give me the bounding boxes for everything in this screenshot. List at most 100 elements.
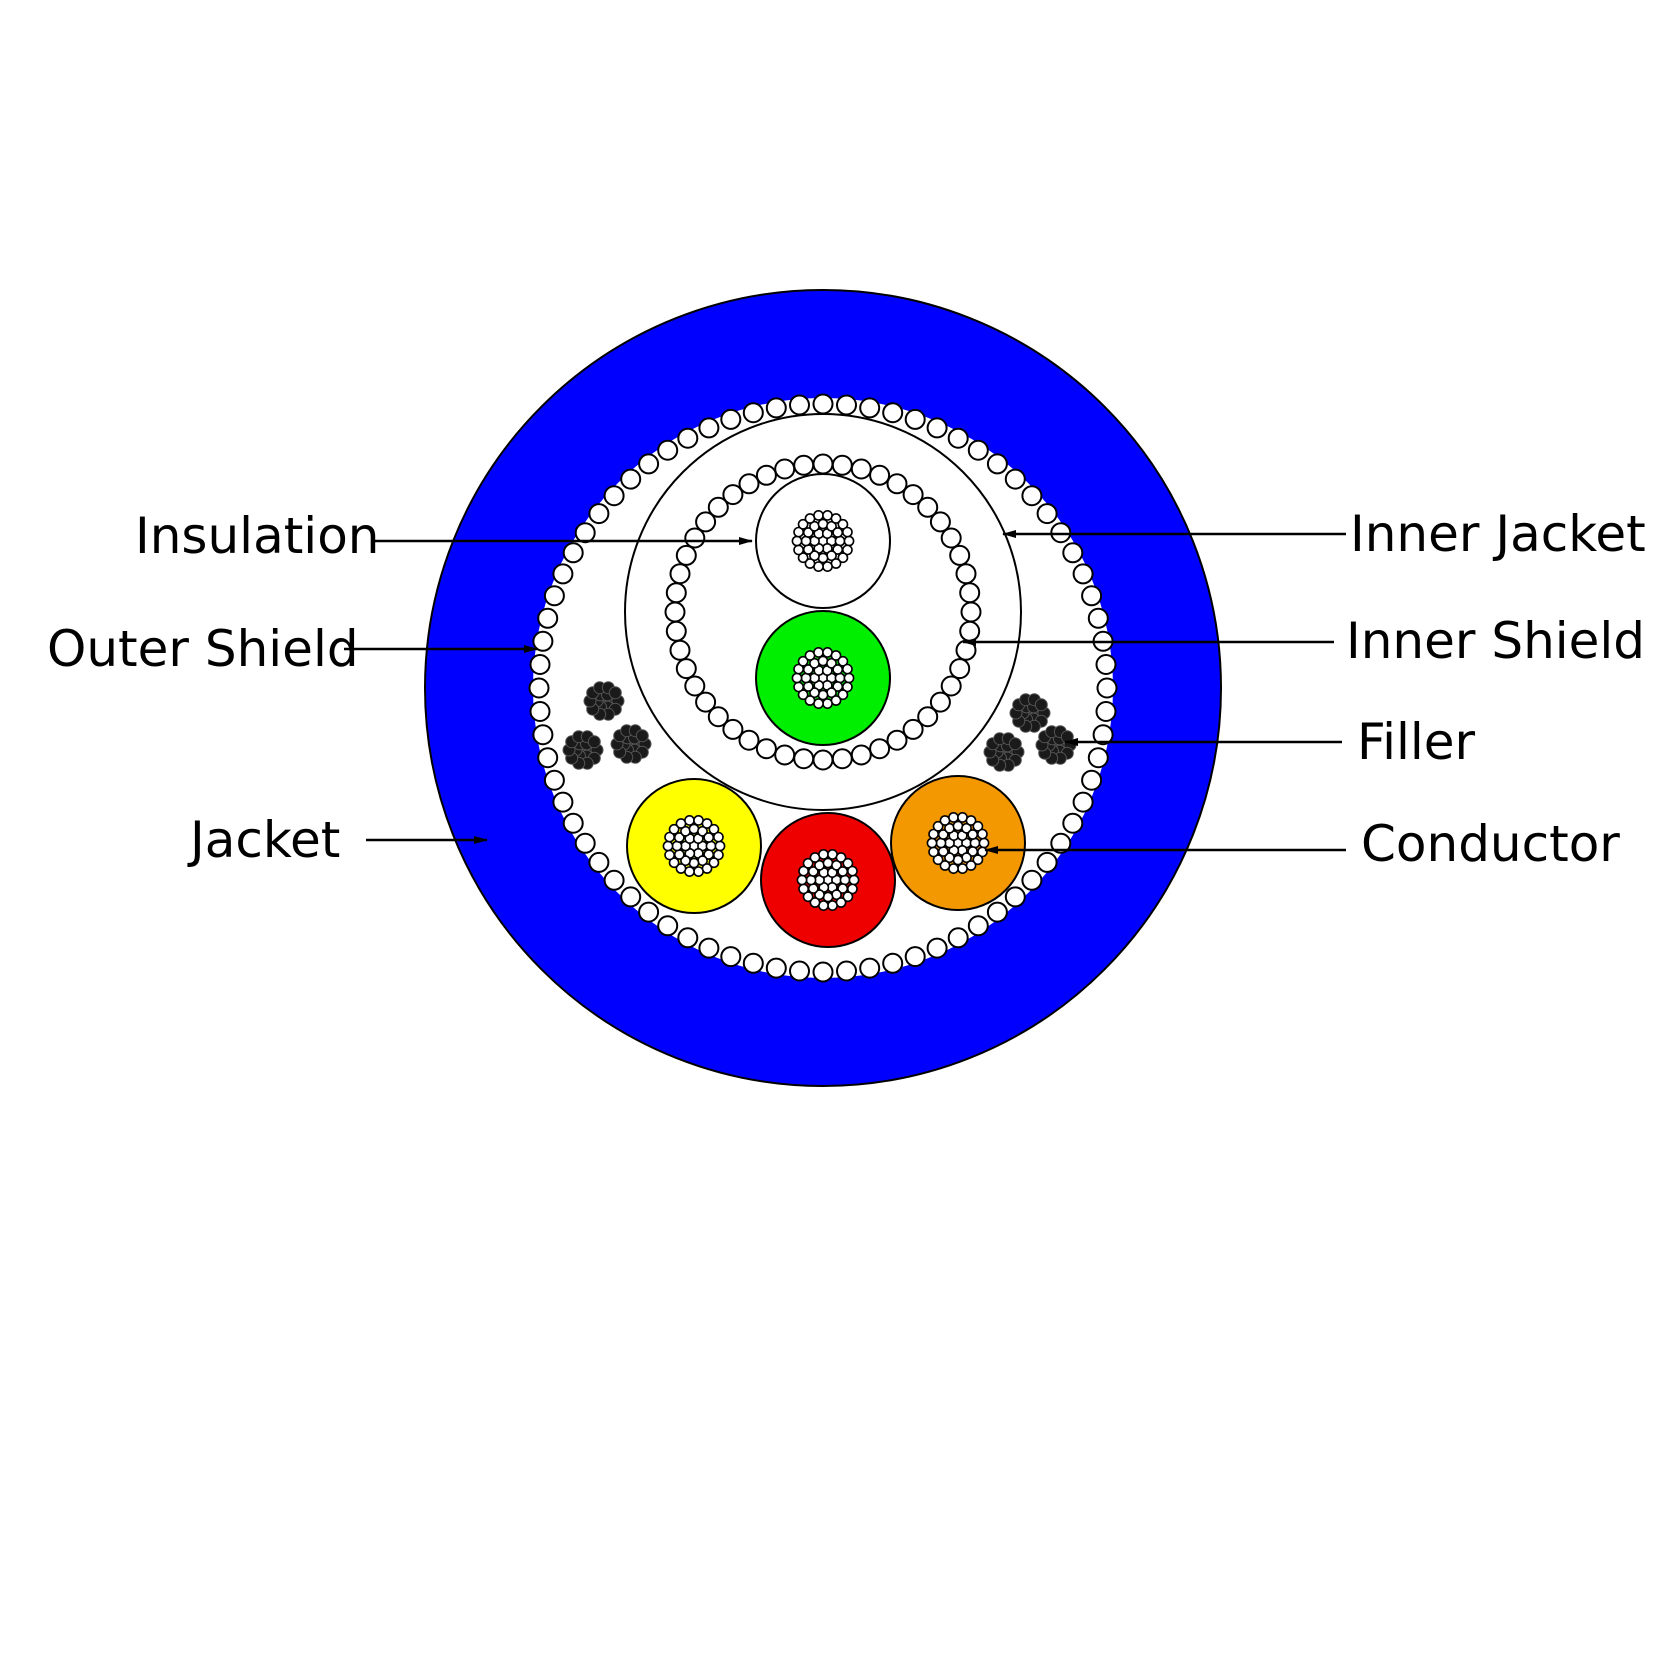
outer-shield-wires xyxy=(528,393,1118,983)
inner-shield-wire xyxy=(793,748,815,770)
conductor-strand xyxy=(797,655,809,667)
outer-shield-wire xyxy=(603,485,625,507)
conductor-strand xyxy=(848,874,860,886)
inner-shield-wire xyxy=(755,738,777,760)
inner-shield-wire xyxy=(665,582,687,604)
conductor-strand xyxy=(791,672,803,684)
inner-shield-wire xyxy=(665,620,687,642)
outer-shield-wire xyxy=(947,927,969,949)
outer-shield-wire xyxy=(1062,812,1084,834)
conductor-strand xyxy=(793,544,804,556)
outer-shield-wire xyxy=(742,952,764,974)
outer-shield-wire xyxy=(552,563,574,585)
conductor-strand xyxy=(809,687,820,699)
filler-strand xyxy=(635,729,649,743)
inner-shield-wire xyxy=(940,675,962,697)
outer-shield-wire xyxy=(986,453,1008,475)
conductor-strand xyxy=(662,840,674,852)
outer-shield-wire xyxy=(638,453,660,475)
outer-shield-wire xyxy=(562,812,584,834)
conductor-strand xyxy=(837,552,849,564)
outer-shield-wire xyxy=(698,417,720,439)
conductor-strand xyxy=(675,863,687,874)
outer-shield-wire xyxy=(926,937,948,959)
conductor-strand xyxy=(797,518,809,530)
outer-shield-wire xyxy=(1004,886,1026,908)
outer-shield-wire xyxy=(1062,542,1084,564)
conductor-strand xyxy=(798,883,809,895)
filler xyxy=(583,681,625,721)
outer-shield-wire xyxy=(657,915,679,937)
outer-shield-wire xyxy=(657,439,679,461)
conductor-strand xyxy=(701,818,713,829)
label-conductor: Conductor xyxy=(1361,815,1620,873)
conductor-strand xyxy=(708,823,720,835)
conductor-strand xyxy=(793,681,804,693)
inner-shield-wire xyxy=(886,473,908,495)
outer-shield-wire xyxy=(1004,468,1026,490)
conductor-strand xyxy=(928,846,939,858)
inner-shield-wire xyxy=(684,527,706,549)
outer-shield-wire xyxy=(765,397,787,419)
outer-shield-wire xyxy=(789,394,810,416)
conductor-strand xyxy=(932,854,944,866)
outer-shield-wire xyxy=(543,585,565,607)
label-jacket: Jacket xyxy=(187,811,340,869)
conductor-strand xyxy=(804,558,816,569)
outer-shield-wire xyxy=(1021,869,1043,891)
inner-shield-wire xyxy=(675,658,697,680)
filler-strand xyxy=(608,686,622,700)
conductor-strand xyxy=(668,857,680,869)
conductor-strand xyxy=(830,513,842,524)
outer-shield-wire xyxy=(1050,832,1072,854)
conductor-strand xyxy=(842,663,853,675)
outer-shield-wire xyxy=(836,960,857,982)
filler xyxy=(1009,693,1051,733)
outer-shield-wire xyxy=(1081,585,1103,607)
inner-shield-wire xyxy=(955,639,977,661)
outer-shield-wire xyxy=(677,427,699,449)
inner-shield-wire xyxy=(886,729,908,751)
inner-shield-wire xyxy=(869,738,891,760)
inner-shield-wire xyxy=(917,706,939,728)
filler xyxy=(1035,725,1077,765)
inner-shield-wire xyxy=(664,601,686,623)
inner-shield-wire xyxy=(940,527,962,549)
outer-shield-wire xyxy=(532,630,554,652)
conductor-strand xyxy=(842,891,854,903)
conductor-strand xyxy=(713,831,724,843)
outer-shield-wire xyxy=(859,397,881,419)
filler xyxy=(983,732,1025,772)
conductor-strand xyxy=(793,663,804,675)
conductor-strand xyxy=(693,866,704,877)
conductor-strand xyxy=(977,828,988,840)
outer-shield-wire xyxy=(543,769,565,791)
conductor-strand xyxy=(957,863,968,874)
outer-shield-wire xyxy=(1081,769,1103,791)
conductor-strand xyxy=(843,672,855,684)
outer-shield-wire xyxy=(967,915,989,937)
inner-shield-wire xyxy=(850,458,872,480)
label-insulation: Insulation xyxy=(135,507,379,565)
outer-shield-wire xyxy=(947,427,969,449)
conductor-strand xyxy=(791,535,803,547)
conductor-strand xyxy=(837,518,849,530)
conductor-strand xyxy=(713,849,724,861)
inner-shield-wires xyxy=(664,453,982,771)
conductor-strand xyxy=(830,650,842,661)
outer-shield-wire xyxy=(967,439,989,461)
conductor-strand xyxy=(809,897,821,908)
leader-lines xyxy=(344,530,1346,854)
inner-shield-wire xyxy=(955,563,977,585)
conductor-strand xyxy=(842,857,854,869)
conductor-strand xyxy=(972,820,984,832)
conductor-strand xyxy=(797,552,809,564)
conductor-strand xyxy=(797,689,809,701)
conductor-strand xyxy=(809,550,820,562)
outer-shield-wire xyxy=(529,654,551,675)
inner-shield-wire xyxy=(793,454,815,476)
conductor-strand xyxy=(827,900,838,911)
outer-shield-wire xyxy=(1072,563,1094,585)
inner-shield-wire xyxy=(949,544,971,566)
outer-shield-wire xyxy=(836,394,857,416)
